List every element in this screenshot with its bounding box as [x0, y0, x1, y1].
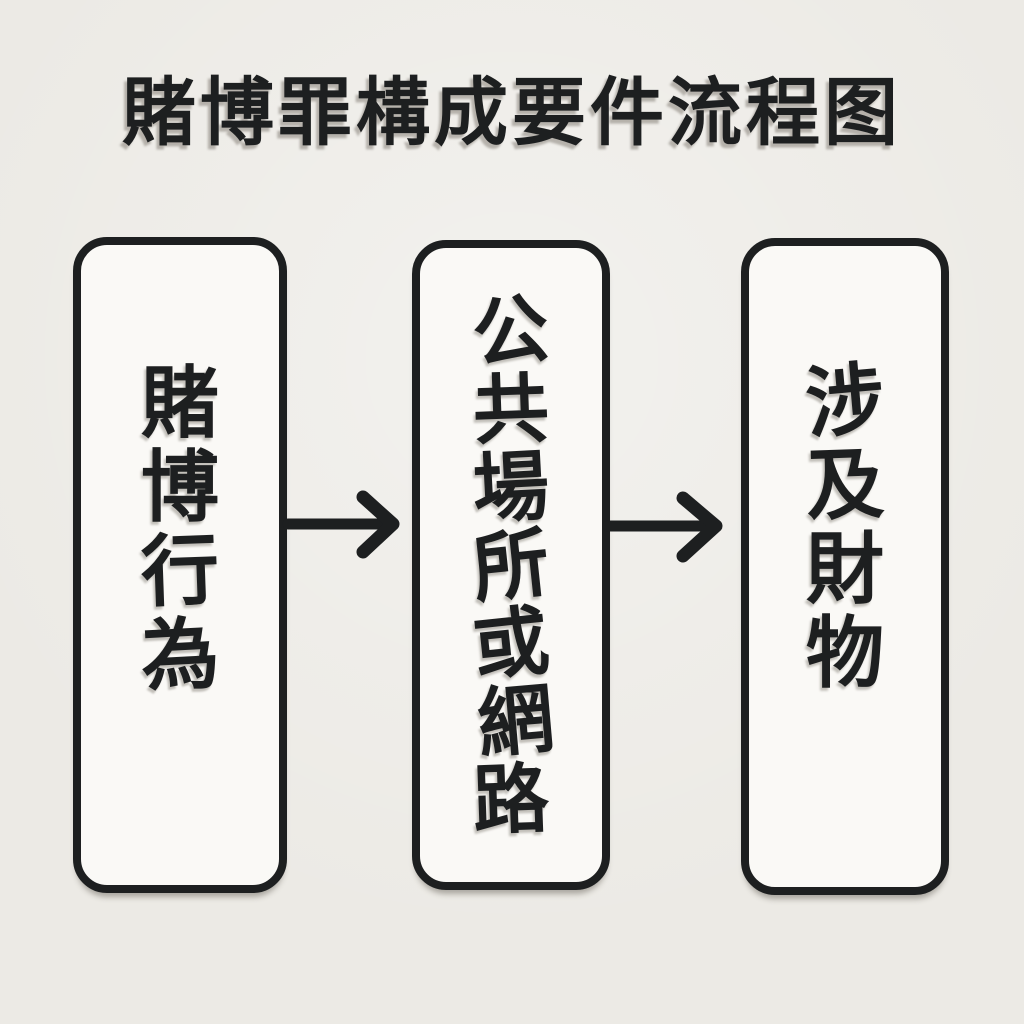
arrow-right-icon	[282, 490, 400, 559]
flow-node-gambling-behavior: 賭博行為	[73, 237, 287, 893]
node-label-gambling-behavior: 賭博行為	[138, 359, 222, 701]
diagram-title: 賭博罪構成要件流程图	[122, 71, 902, 154]
flow-node-public-place-or-network: 公共場所或網路	[412, 240, 610, 890]
flow-node-involves-property: 涉及財物	[741, 238, 949, 895]
node-label-public-place-or-network: 公共場所或網路	[468, 285, 558, 845]
arrow-right-icon	[602, 491, 723, 563]
node-label-involves-property: 涉及財物	[802, 353, 888, 697]
